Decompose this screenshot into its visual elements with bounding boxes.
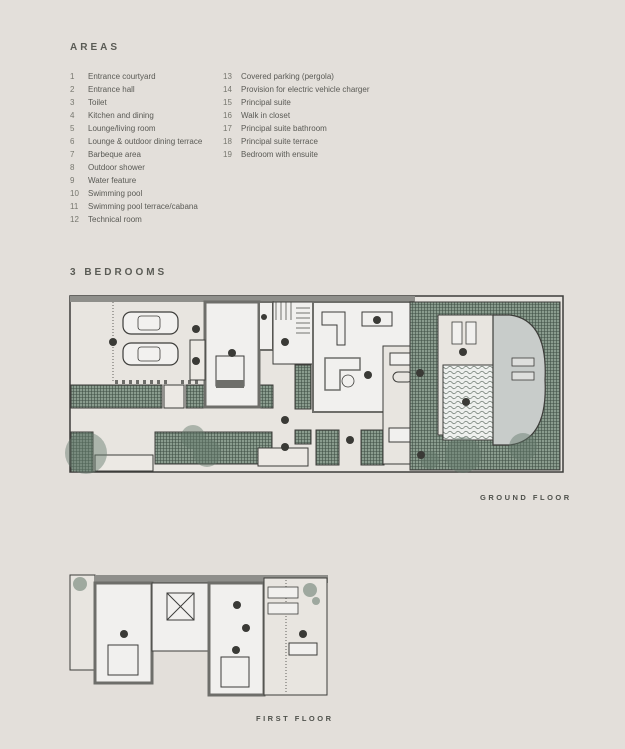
ground-floor-label: GROUND FLOOR [480, 493, 572, 502]
car-icon [122, 311, 179, 366]
first-floor-label: FIRST FLOOR [256, 714, 334, 723]
tree-icon [65, 425, 537, 474]
areas-title: AREAS [70, 42, 121, 53]
plan-title: 3 BEDROOMS [70, 267, 168, 278]
